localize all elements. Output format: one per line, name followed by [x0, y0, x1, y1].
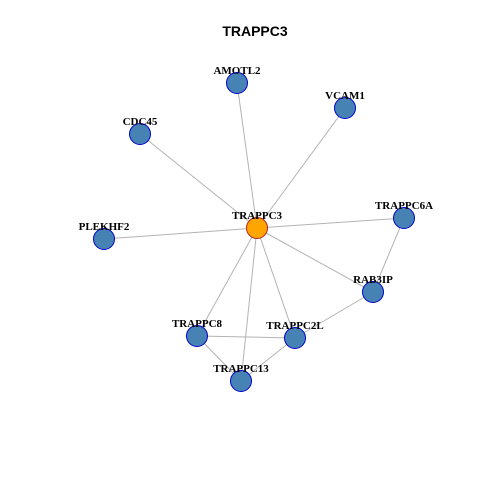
edge-trappc3-trappc2l [256, 227, 296, 339]
node-plekhf2 [93, 228, 115, 250]
node-label-amotl2: AMOTL2 [213, 65, 261, 77]
node-label-trappc6a: TRAPPC6A [375, 200, 433, 212]
edge-trappc3-vcam1 [256, 107, 346, 229]
node-label-trappc13: TRAPPC13 [213, 363, 269, 375]
nodes-layer [93, 72, 415, 392]
node-trappc2l [284, 327, 306, 349]
edge-trappc3-cdc45 [139, 133, 258, 229]
node-label-rab3ip: RAB3IP [353, 274, 393, 286]
node-amotl2 [226, 72, 248, 94]
edge-trappc2l-trappc13 [240, 337, 296, 382]
edge-trappc3-plekhf2 [103, 227, 258, 240]
edge-trappc3-trappc13 [240, 227, 258, 382]
edge-rab3ip-trappc2l [294, 291, 374, 339]
edge-trappc3-trappc6a [256, 217, 405, 229]
edge-trappc8-trappc2l [196, 335, 296, 339]
node-rab3ip [362, 281, 384, 303]
edge-trappc6a-rab3ip [372, 217, 405, 293]
graph-title: TRAPPC3 [222, 23, 288, 39]
node-cdc45 [129, 123, 151, 145]
edge-trappc3-rab3ip [256, 227, 374, 293]
node-label-trappc2l: TRAPPC2L [266, 320, 323, 332]
node-vcam1 [334, 97, 356, 119]
node-label-cdc45: CDC45 [123, 116, 158, 128]
edge-trappc3-trappc8 [196, 227, 258, 337]
node-trappc3 [246, 217, 268, 239]
edges-layer [103, 82, 405, 382]
node-label-trappc3: TRAPPC3 [232, 210, 283, 222]
edge-trappc3-amotl2 [236, 82, 258, 229]
node-trappc8 [186, 325, 208, 347]
node-trappc13 [230, 370, 252, 392]
node-label-trappc8: TRAPPC8 [172, 318, 223, 330]
node-trappc6a [393, 207, 415, 229]
node-label-plekhf2: PLEKHF2 [79, 221, 130, 233]
node-label-vcam1: VCAM1 [325, 90, 365, 102]
